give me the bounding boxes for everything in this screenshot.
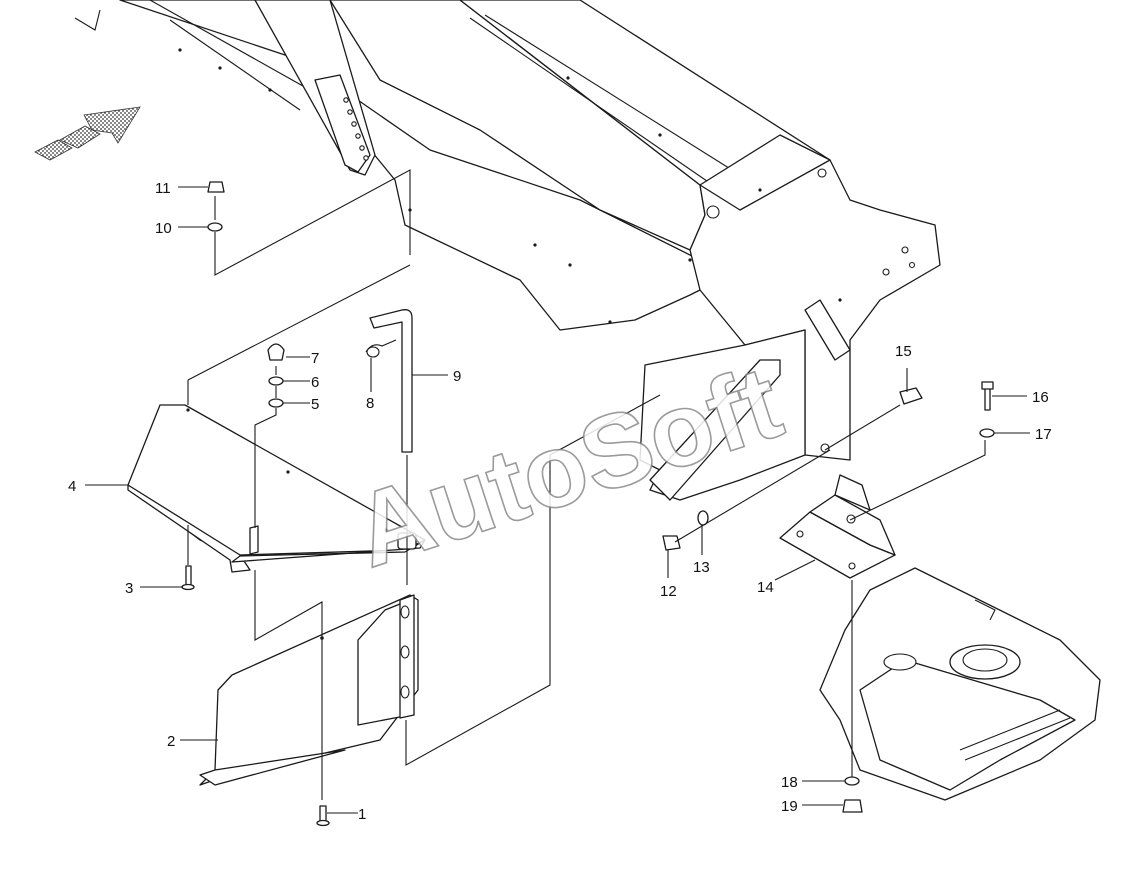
callout-1: 1 [358,806,366,823]
pin-9 [369,309,413,453]
assembly-lines [187,169,986,800]
callout-8: 8 [366,395,374,412]
callout-9: 9 [453,368,461,385]
callout-11: 11 [155,180,171,197]
machine-frame [74,0,941,501]
callout-16: 16 [1032,389,1049,406]
turntable-base [819,567,1101,801]
callout-3: 3 [125,580,133,597]
guard-2 [199,594,419,786]
callout-numbers: 11 10 7 6 5 8 9 4 3 2 1 12 13 14 15 16 1… [68,180,1052,823]
callout-7: 7 [311,350,319,367]
callout-6: 6 [311,374,319,391]
callout-5: 5 [311,396,319,413]
callout-19: 19 [781,798,798,815]
callout-17: 17 [1035,426,1052,443]
direction-arrow-icon [34,106,141,161]
callout-14: 14 [757,579,774,596]
callout-15: 15 [895,343,912,360]
callout-18: 18 [781,774,798,791]
callout-13: 13 [693,559,710,576]
callout-4: 4 [68,478,76,495]
callout-10: 10 [155,220,172,237]
callout-12: 12 [660,583,677,600]
clip-8 [365,339,397,358]
callout-leaders [85,186,1030,814]
bracket-14 [779,474,896,579]
callout-2: 2 [167,733,175,750]
guard-plate-4 [127,404,426,573]
